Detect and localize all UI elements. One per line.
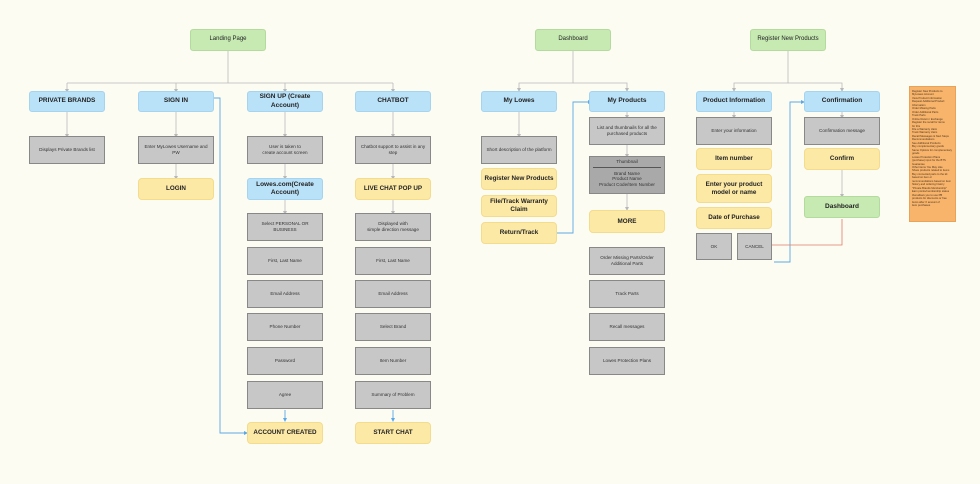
- select-personal-step: Select PERSONAL OR BUSINESS: [247, 213, 323, 241]
- confirmation-node[interactable]: Confirmation: [804, 91, 880, 112]
- purchase-date-field[interactable]: Date of Purchase: [696, 207, 772, 229]
- order-parts-step: Order Missing Parts/Order Additional Par…: [589, 247, 665, 275]
- note-line: Recall Messages & Next Steps: [912, 134, 949, 138]
- chatbot-desc: Chatbot support to assist in any step: [355, 136, 431, 164]
- note-line: "Private Brands Membership": [912, 186, 948, 190]
- note-line: (purchase) input for the BTS: [912, 159, 946, 163]
- signup-email-step: Email Address: [247, 280, 323, 308]
- note-line: Same Options for complementary: [912, 148, 953, 152]
- note-line: item purchases: [912, 203, 931, 207]
- confirm-button[interactable]: Confirm: [804, 148, 880, 170]
- sign-up-desc: User is taken to create account screen: [247, 136, 323, 164]
- note-line: goods: [912, 152, 920, 156]
- note-line: for this: [912, 124, 921, 128]
- account-created-node[interactable]: ACCOUNT CREATED: [247, 422, 323, 444]
- note-line: that allows you to use PB: [912, 193, 943, 197]
- note-line: Track Parts: [912, 114, 926, 118]
- ok-button[interactable]: OK: [696, 233, 732, 260]
- more-button[interactable]: MORE: [589, 210, 665, 233]
- return-track-link[interactable]: Return/Track: [481, 222, 557, 244]
- landing-page-node[interactable]: Landing Page: [190, 29, 266, 51]
- chatbot-brand-step: Select Brand: [355, 313, 431, 341]
- start-chat-node[interactable]: START CHAT: [355, 422, 431, 444]
- note-line: File a Warranty claim: [912, 127, 938, 131]
- my-products-node[interactable]: My Products: [589, 91, 665, 112]
- note-line: Lowes Protection Plans: [912, 155, 941, 159]
- chatbot-name-step: First, Last Name: [355, 247, 431, 275]
- note-line: Register the recall for items: [912, 121, 945, 125]
- note-line: See Additional Products: [912, 141, 941, 145]
- signup-phone-step: Phone Number: [247, 313, 323, 341]
- chatbot-displayed-step: Displayed with simple direction message: [355, 213, 431, 241]
- chatbot-node[interactable]: CHATBOT: [355, 91, 431, 112]
- chatbot-summary-step: Summary of Problem: [355, 381, 431, 409]
- note-line: Earn points/membership status: [912, 190, 950, 194]
- warranty-claim-link[interactable]: File/Track Warranty Claim: [481, 195, 557, 217]
- live-chat-node[interactable]: LIVE CHAT POP UP: [355, 178, 431, 200]
- note-line: MyLowes Account: [912, 93, 934, 97]
- recall-messages-step: Recall messages: [589, 313, 665, 341]
- my-products-desc: List and thumbnails for all the purchase…: [589, 117, 665, 145]
- note-line: Buy connected parts to the kit: [912, 172, 948, 176]
- track-parts-step: Track Parts: [589, 280, 665, 308]
- note-line: Order Missing Parts: [912, 107, 936, 111]
- sign-in-desc: Enter MyLowes Username and PW: [138, 136, 214, 164]
- lowes-create-account-node[interactable]: Lowes.com(Create Account): [247, 178, 323, 200]
- product-information-node[interactable]: Product Information: [696, 91, 772, 112]
- note-line: recommendations based on item: [912, 179, 951, 183]
- note-line: Share products related to items: [912, 169, 950, 173]
- register-products-link[interactable]: Register New Products: [481, 168, 557, 190]
- note-line: Register New Products to: [912, 90, 943, 93]
- note-line: items after X amount of: [912, 200, 940, 204]
- note-line: Other items You May Like: [912, 165, 943, 169]
- note-line: Recommendations: [912, 138, 935, 142]
- register-new-products-node[interactable]: Register New Products: [750, 29, 826, 51]
- login-node[interactable]: LOGIN: [138, 178, 214, 200]
- my-lowes-desc: Short description of the platform: [481, 136, 557, 164]
- note-line: Order Additional Parts: [912, 110, 939, 114]
- private-brands-desc: Displays Private Brands list: [29, 136, 105, 164]
- confirmation-dashboard-node[interactable]: Dashboard: [804, 196, 880, 218]
- note-line: Buy complementary goods: [912, 145, 944, 149]
- note-line: Information: [912, 103, 926, 107]
- note-line: Track Warranty claim: [912, 131, 938, 135]
- note-line: products for discounts or free: [912, 197, 947, 201]
- private-brands-node[interactable]: PRIVATE BRANDS: [29, 91, 105, 112]
- signup-password-step: Password: [247, 347, 323, 375]
- note-line: based on item or: [912, 176, 933, 180]
- sign-up-node[interactable]: SIGN UP (Create Account): [247, 91, 323, 112]
- thumbnail-details: Brand Name Product Name Product Code/Ite…: [599, 170, 655, 188]
- note-line: View Product Information: [912, 96, 942, 100]
- chatbot-email-step: Email Address: [355, 280, 431, 308]
- signup-name-step: First, Last Name: [247, 247, 323, 275]
- confirmation-desc: Confirmation message: [804, 117, 880, 145]
- signup-agree-step: Agree: [247, 381, 323, 409]
- chatbot-item-step: Item Number: [355, 347, 431, 375]
- note-line: history and ordering history: [912, 183, 945, 187]
- dashboard-node[interactable]: Dashboard: [535, 29, 611, 51]
- product-thumbnail-card: Thumbnail Brand Name Product Name Produc…: [589, 156, 665, 194]
- cancel-button[interactable]: CANCEL: [737, 233, 772, 260]
- my-lowes-node[interactable]: My Lowes: [481, 91, 557, 112]
- protection-plans-step: Lowes Protection Plans: [589, 347, 665, 375]
- note-line: Request Additional Product: [912, 100, 945, 104]
- note-line: Guarantee: [912, 162, 925, 166]
- sign-in-node[interactable]: SIGN IN: [138, 91, 214, 112]
- note-line: Online Return / Exchange: [912, 117, 943, 121]
- item-number-field[interactable]: Item number: [696, 148, 772, 170]
- product-info-desc: Enter your information: [696, 117, 772, 145]
- thumbnail-title: Thumbnail: [593, 159, 661, 168]
- product-model-field[interactable]: Enter your product model or name: [696, 174, 772, 203]
